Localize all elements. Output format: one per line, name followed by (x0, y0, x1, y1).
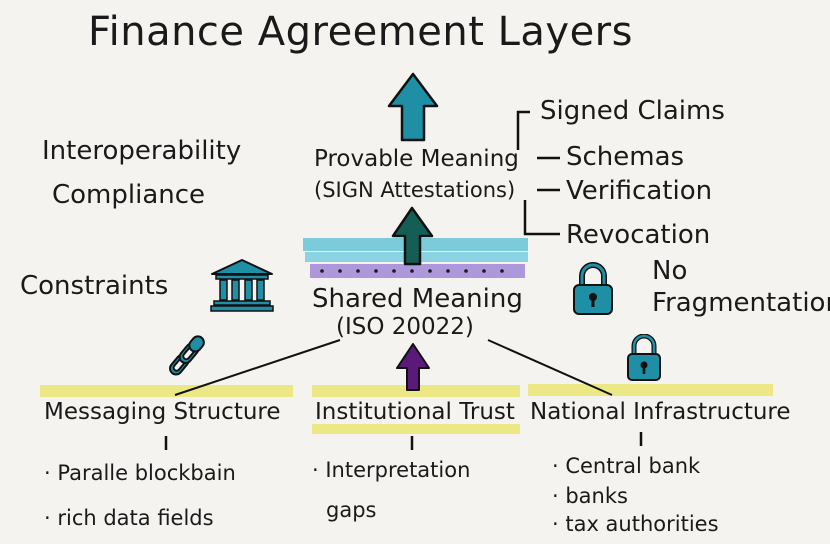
foundation-band-center-under (312, 424, 520, 434)
dotted-line (320, 269, 504, 273)
foundation-infra-bullet-1: · Central bank (552, 454, 701, 478)
foundation-messaging-bullet-1: · Paralle blockbain (44, 461, 236, 485)
padlock-icon (573, 262, 613, 315)
connector-right (487, 339, 613, 396)
foundation-national-infrastructure: National Infrastructure (530, 399, 791, 425)
arrow-up-top (387, 72, 439, 142)
foundation-trust-bullet-1: · Interpretation (312, 458, 471, 482)
note-constraints: Constraints (20, 271, 169, 301)
page-title: Finance Agreement Layers (88, 9, 633, 55)
branch-signed-claims: Signed Claims (540, 96, 725, 126)
foundation-messaging-bullet-2: · rich data fields (44, 506, 214, 530)
foundation-institutional-trust: Institutional Trust (315, 399, 515, 425)
padlock-icon-infrastructure (627, 334, 661, 381)
foundation-band-left (40, 385, 293, 397)
foundation-band-right (528, 384, 773, 396)
shared-meaning-label: Shared Meaning (312, 284, 523, 314)
arrow-up-middle (391, 206, 434, 266)
connector-left (174, 339, 341, 396)
arrow-up-bottom (396, 343, 430, 391)
foundation-infra-bullet-2: · banks (552, 484, 628, 508)
provable-meaning-label: Provable Meaning (314, 146, 519, 172)
note-compliance: Compliance (52, 180, 206, 210)
iso-20022-label: (ISO 20022) (336, 314, 474, 340)
chain-link-icon (169, 335, 205, 376)
foundation-messaging-structure: Messaging Structure (44, 399, 281, 425)
foundation-trust-bullet-2: gaps (326, 498, 377, 522)
bank-icon (210, 259, 274, 312)
note-interoperability: Interoperability (42, 136, 242, 166)
sign-attestations-label: (SIGN Attestations) (314, 178, 516, 202)
fragmentation-label: Fragmentation (652, 288, 830, 318)
branch-bracket (516, 110, 560, 236)
branch-schemas: Schemas (566, 142, 685, 172)
branch-revocation: Revocation (566, 220, 711, 250)
no-label: No (652, 256, 688, 286)
branch-verification: Verification (566, 176, 713, 206)
foundation-infra-bullet-3: · tax authorities (552, 512, 719, 536)
shared-meaning-band-violet (310, 264, 525, 278)
